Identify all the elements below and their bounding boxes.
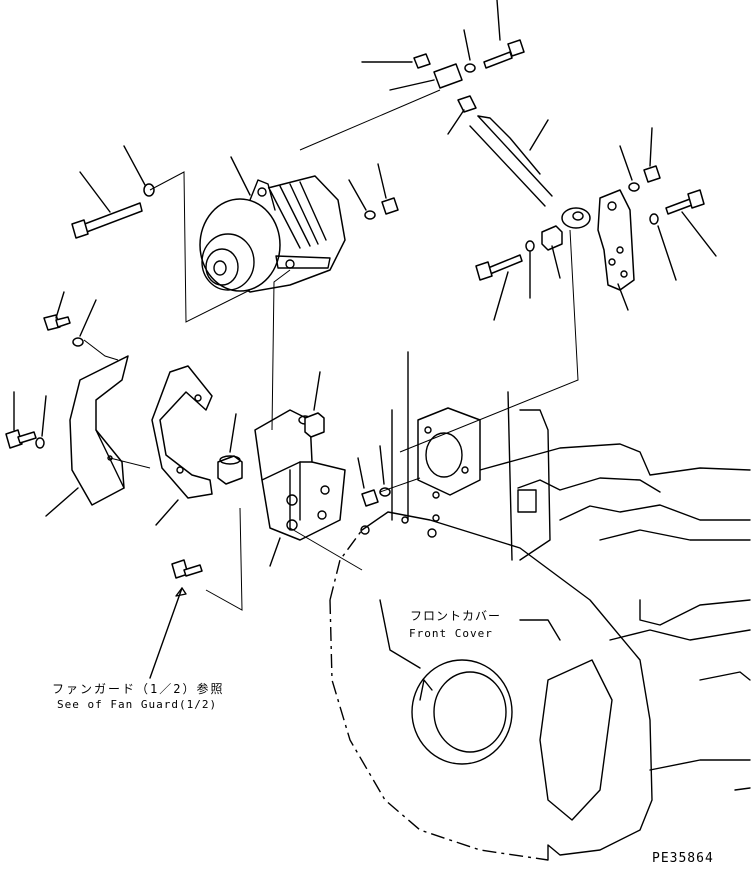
assembly-guide-lines (83, 89, 579, 611)
spacer-collars (217, 225, 563, 485)
nuts-and-washers (35, 53, 661, 507)
drawing-code: PE35864 (652, 851, 714, 866)
front-cover-label-jp: フロントカバー (410, 609, 502, 623)
leader-lines (13, 0, 717, 679)
adjusting-rod (469, 115, 591, 229)
fan-guard-reference-jp: ファンガード（1／2）参照 (52, 682, 225, 696)
front-cover-label-en: Front Cover (409, 627, 493, 640)
alternator (199, 175, 346, 293)
front-cover-casting (329, 511, 653, 861)
bolts (5, 39, 705, 579)
square-flange-plate (417, 407, 481, 522)
adjust-plate (597, 189, 635, 291)
engine-block-outline (391, 351, 751, 791)
mounting-bracket (254, 409, 346, 541)
curved-stay-bracket (151, 365, 213, 499)
left-fan-guard-bracket (69, 355, 129, 506)
fan-guard-reference-en: See of Fan Guard(1/2) (57, 698, 218, 711)
